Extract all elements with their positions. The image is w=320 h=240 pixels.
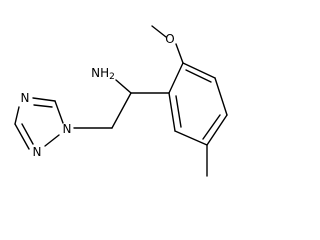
amine-label-subscript: 2 xyxy=(109,72,115,82)
bond-carbon-ch2 xyxy=(111,92,132,129)
bond-triazole-n4-c3 xyxy=(14,106,20,125)
triazole-n2-label: N xyxy=(33,145,42,159)
bond-triazole-n2-n1 xyxy=(44,134,60,147)
bond-ring-4 xyxy=(174,130,208,146)
bond-ring-6 xyxy=(168,62,184,94)
bond-ring-1-inner xyxy=(185,69,212,83)
bond-oxygen-ring xyxy=(175,43,184,64)
bond-triazole-c3-n2 xyxy=(14,123,30,150)
bond-ring-3 xyxy=(206,114,228,146)
molecule-structure: O NH2 N N N xyxy=(14,25,228,177)
bond-ring-1 xyxy=(182,62,216,79)
bond-ring-3-inner xyxy=(202,114,221,140)
amine-label-main: NH xyxy=(91,66,109,80)
methoxy-oxygen-label: O xyxy=(165,32,174,46)
bond-triazole-n1-c5 xyxy=(54,100,64,124)
bond-triazole-c5-n4 xyxy=(32,97,56,102)
bond-methyl-oxygen xyxy=(151,25,167,38)
bond-ring-5-inner xyxy=(175,95,182,128)
triazole-n4-label: N xyxy=(21,91,30,105)
bond-triazole-c5-n4-inner xyxy=(33,104,53,108)
bond-triazole-c3-n2-inner xyxy=(21,123,34,145)
bond-ring-5 xyxy=(168,92,176,132)
amine-label: NH2 xyxy=(91,66,115,82)
bond-carbon-amine xyxy=(115,79,132,94)
bond-ring-2 xyxy=(214,77,228,116)
triazole-n1-label: N xyxy=(63,122,72,136)
